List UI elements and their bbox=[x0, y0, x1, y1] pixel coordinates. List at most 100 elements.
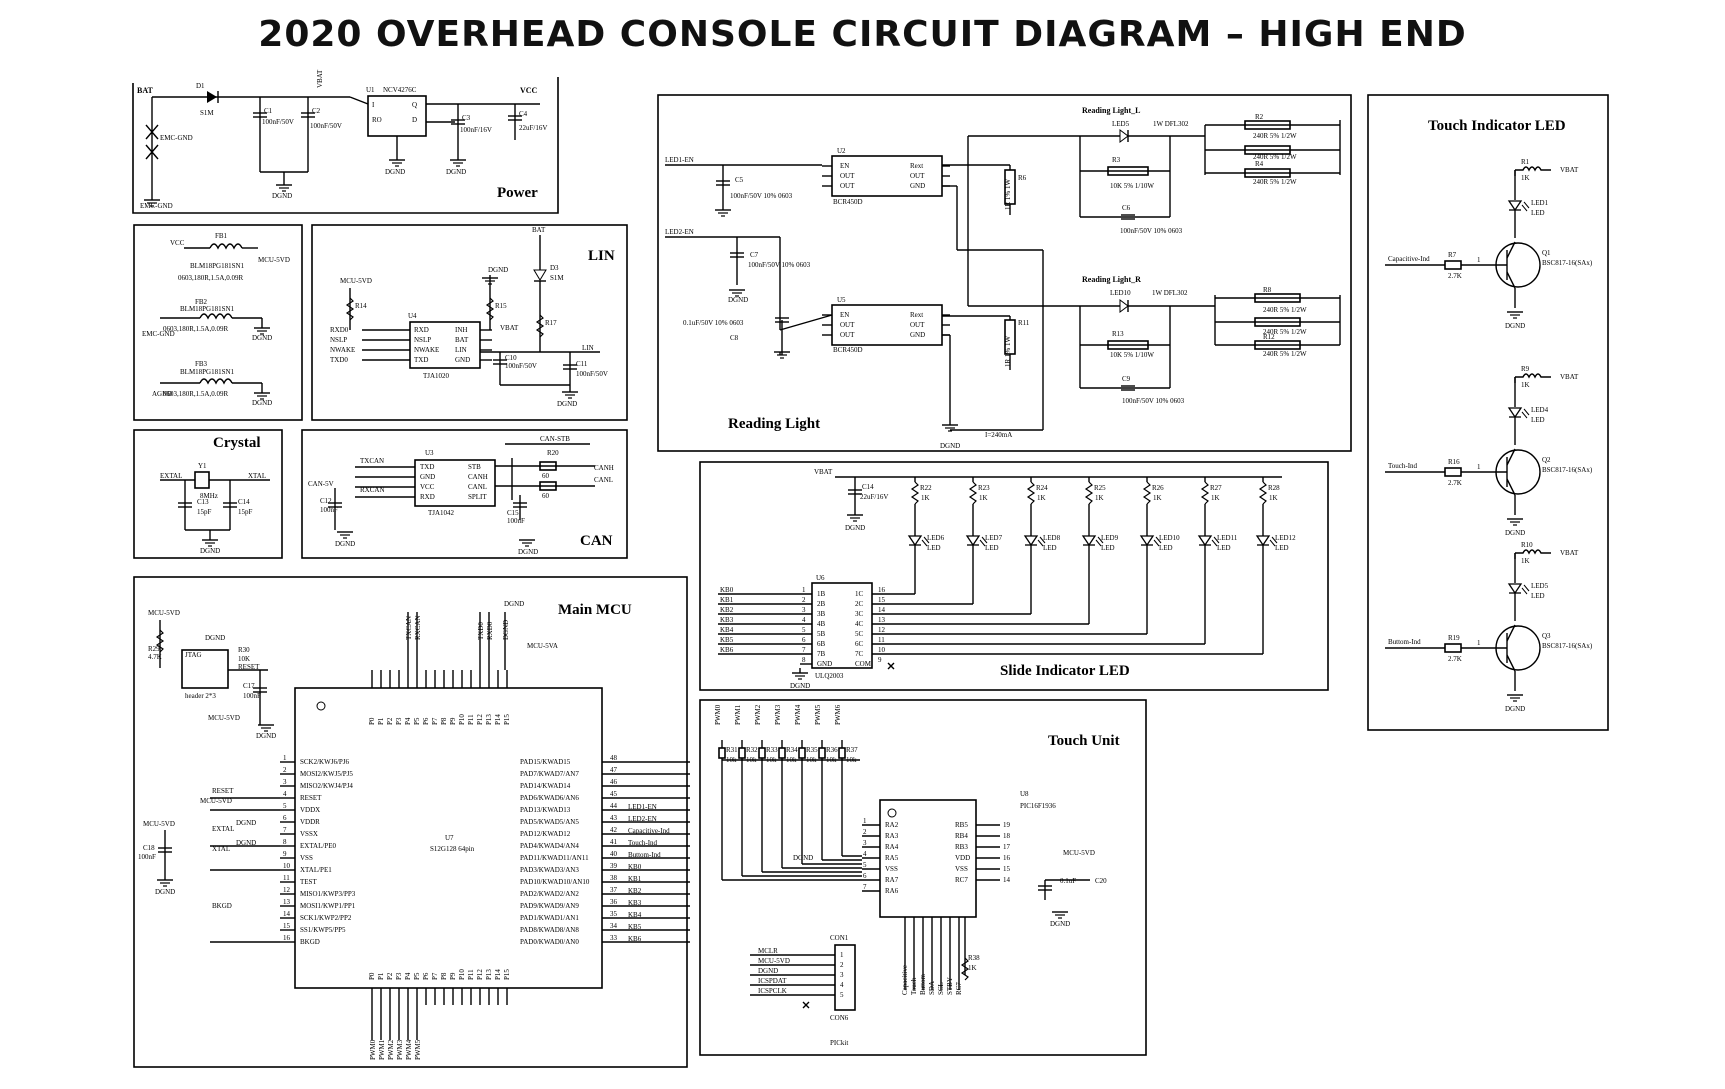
touch-led-stages: R11KVBATLED1LEDQ1BSC817-16(SAx)1R72.7KCa… bbox=[1385, 158, 1593, 713]
led-icon bbox=[1140, 535, 1162, 547]
led-icon bbox=[1198, 535, 1220, 547]
tled-transistor-part: BSC817-16(SAx) bbox=[1542, 259, 1593, 267]
mcu-pin-label: EXTAL/PE0 bbox=[300, 842, 336, 850]
mcu-pin-label: MISO2/KWJ4/PJ4 bbox=[300, 782, 353, 790]
mcu-pin-label: PAD2/KWAD2/AN2 bbox=[520, 890, 579, 898]
svg-text:ULQ2003: ULQ2003 bbox=[815, 672, 844, 680]
svg-text:LED5: LED5 bbox=[1112, 120, 1130, 128]
can-section: CAN U3 TJA1042 TXDGNDVCCRXDSTBCANHCANLSP… bbox=[301, 429, 628, 559]
led-icon bbox=[908, 535, 930, 547]
svg-text:D: D bbox=[412, 116, 417, 124]
can-pin-label: CANL bbox=[468, 483, 487, 491]
svg-text:BKGD: BKGD bbox=[212, 902, 232, 910]
u6-pin-label: 3B bbox=[817, 610, 826, 618]
con1-pickit-header bbox=[834, 944, 856, 1011]
pin1-marker-icon bbox=[316, 701, 326, 711]
svg-text:LED1-EN: LED1-EN bbox=[665, 156, 694, 164]
u8-pin-label: VSS bbox=[885, 865, 898, 873]
u6-pin-number: 13 bbox=[878, 616, 886, 624]
mcu-pin-label: PAD3/KWAD3/AN3 bbox=[520, 866, 579, 874]
svg-text:100nF/50V: 100nF/50V bbox=[505, 362, 537, 370]
ferrite-fb3-icon bbox=[199, 378, 233, 385]
mcu-pin-number: 10 bbox=[283, 862, 291, 870]
svg-text:CANH: CANH bbox=[594, 464, 614, 472]
bcr-pin-label: GND bbox=[910, 331, 925, 339]
svg-text:0603,180R,1.5A,0.09R: 0603,180R,1.5A,0.09R bbox=[178, 274, 243, 282]
svg-text:Q: Q bbox=[412, 101, 417, 109]
svg-text:4.7K: 4.7K bbox=[148, 653, 162, 661]
u6-pin-number: 10 bbox=[878, 646, 886, 654]
slide-resistor-value: 1K bbox=[979, 494, 988, 502]
slide-led-label: LED12 bbox=[1275, 534, 1296, 542]
svg-text:PICkit: PICkit bbox=[830, 1039, 848, 1047]
lin-pin-label: NSLP bbox=[414, 336, 431, 344]
mcu-bottom-pin-label: P15 bbox=[503, 969, 511, 980]
u6-pin-number: 12 bbox=[878, 626, 886, 634]
u8-bottom-net-label: Capacitive bbox=[901, 965, 909, 995]
mcu-pin-label: PAD15/KWAD15 bbox=[520, 758, 571, 766]
rsense-r11 bbox=[1004, 319, 1016, 355]
svg-text:D3: D3 bbox=[550, 264, 559, 272]
bcr-pin-label: GND bbox=[910, 182, 925, 190]
slide-resistor-label: R26 bbox=[1152, 484, 1164, 492]
resistor-icon bbox=[738, 747, 746, 759]
svg-text:S12G128 64pin: S12G128 64pin bbox=[430, 845, 475, 853]
mcu-pin-number: 44 bbox=[610, 802, 618, 810]
resistor-icon bbox=[911, 481, 919, 505]
led-icon bbox=[1256, 535, 1278, 547]
svg-text:C10: C10 bbox=[505, 354, 517, 362]
svg-text:VBAT: VBAT bbox=[500, 324, 519, 332]
svg-text:MCU-5VA: MCU-5VA bbox=[527, 642, 558, 650]
svg-text:DGND: DGND bbox=[1050, 920, 1070, 928]
tled-input-label: Touch-Ind bbox=[1388, 462, 1418, 470]
resistor-icon bbox=[1515, 373, 1551, 379]
mcu-bottom-pin-label: P2 bbox=[386, 972, 394, 980]
svg-text:MCU-5VD: MCU-5VD bbox=[258, 256, 290, 264]
slide-led-label: LED9 bbox=[1101, 534, 1119, 542]
svg-text:60: 60 bbox=[542, 492, 550, 500]
mcu-top-pin-label: P11 bbox=[467, 714, 475, 725]
svg-text:C6: C6 bbox=[1122, 204, 1131, 212]
led-icon bbox=[1508, 407, 1530, 419]
svg-text:C2: C2 bbox=[312, 107, 321, 115]
touch-pwm-label: PWM4 bbox=[794, 704, 802, 725]
mcu-top-pin-label: P10 bbox=[458, 714, 466, 725]
lin-pin-label: NWAKE bbox=[414, 346, 439, 354]
touch-pwm-label: PWM1 bbox=[734, 704, 742, 725]
svg-text:U3: U3 bbox=[425, 449, 434, 457]
svg-text:EMC-GND: EMC-GND bbox=[142, 330, 175, 338]
svg-text:240R 5% 1/2W: 240R 5% 1/2W bbox=[1253, 153, 1297, 161]
tled-transistor-part: BSC817-16(SAx) bbox=[1542, 642, 1593, 650]
tled-resistor-value: 1K bbox=[1521, 174, 1530, 182]
svg-text:VBAT: VBAT bbox=[814, 468, 833, 476]
resistor-icon bbox=[818, 747, 826, 759]
mcu-pin-label: TEST bbox=[300, 878, 317, 886]
mcu-net-label: Capacitive-Ind bbox=[628, 827, 670, 835]
mcu-pin-label: BKGD bbox=[300, 938, 320, 946]
touch-resistor-label: R35 bbox=[806, 746, 818, 754]
tled-transistor-part: BSC817-16(SAx) bbox=[1542, 466, 1593, 474]
svg-text:0.1uF/50V 10% 0603: 0.1uF/50V 10% 0603 bbox=[683, 319, 744, 327]
u6-pin-label: 7B bbox=[817, 650, 826, 658]
mcu-pin-number: 11 bbox=[283, 874, 290, 882]
lin-net-label: NSLP bbox=[330, 336, 347, 344]
svg-text:DGND: DGND bbox=[793, 854, 813, 862]
u6-pin-label: 5B bbox=[817, 630, 826, 638]
mcu-bottom-pin-label: P14 bbox=[494, 969, 502, 980]
u6-pin-label: 1C bbox=[855, 590, 864, 598]
svg-text:VBAT: VBAT bbox=[316, 69, 324, 88]
mcu-pin-number: 13 bbox=[283, 898, 291, 906]
touch-resistor-label: R31 bbox=[726, 746, 738, 754]
svg-text:DGND: DGND bbox=[940, 442, 960, 450]
touch-resistor-label: R36 bbox=[826, 746, 838, 754]
bcr-pin-label: Rext bbox=[910, 311, 923, 319]
u8-pin-number: 4 bbox=[863, 850, 867, 858]
d1-value: S1M bbox=[200, 109, 214, 117]
can-pin-label: SPLIT bbox=[468, 493, 487, 501]
svg-text:R8: R8 bbox=[1263, 286, 1272, 294]
tled-resistor-label: R1 bbox=[1521, 158, 1530, 166]
u6-pin-number: 9 bbox=[878, 656, 882, 664]
svg-text:DGND: DGND bbox=[252, 399, 272, 407]
mcu-pin-number: 1 bbox=[283, 754, 287, 762]
